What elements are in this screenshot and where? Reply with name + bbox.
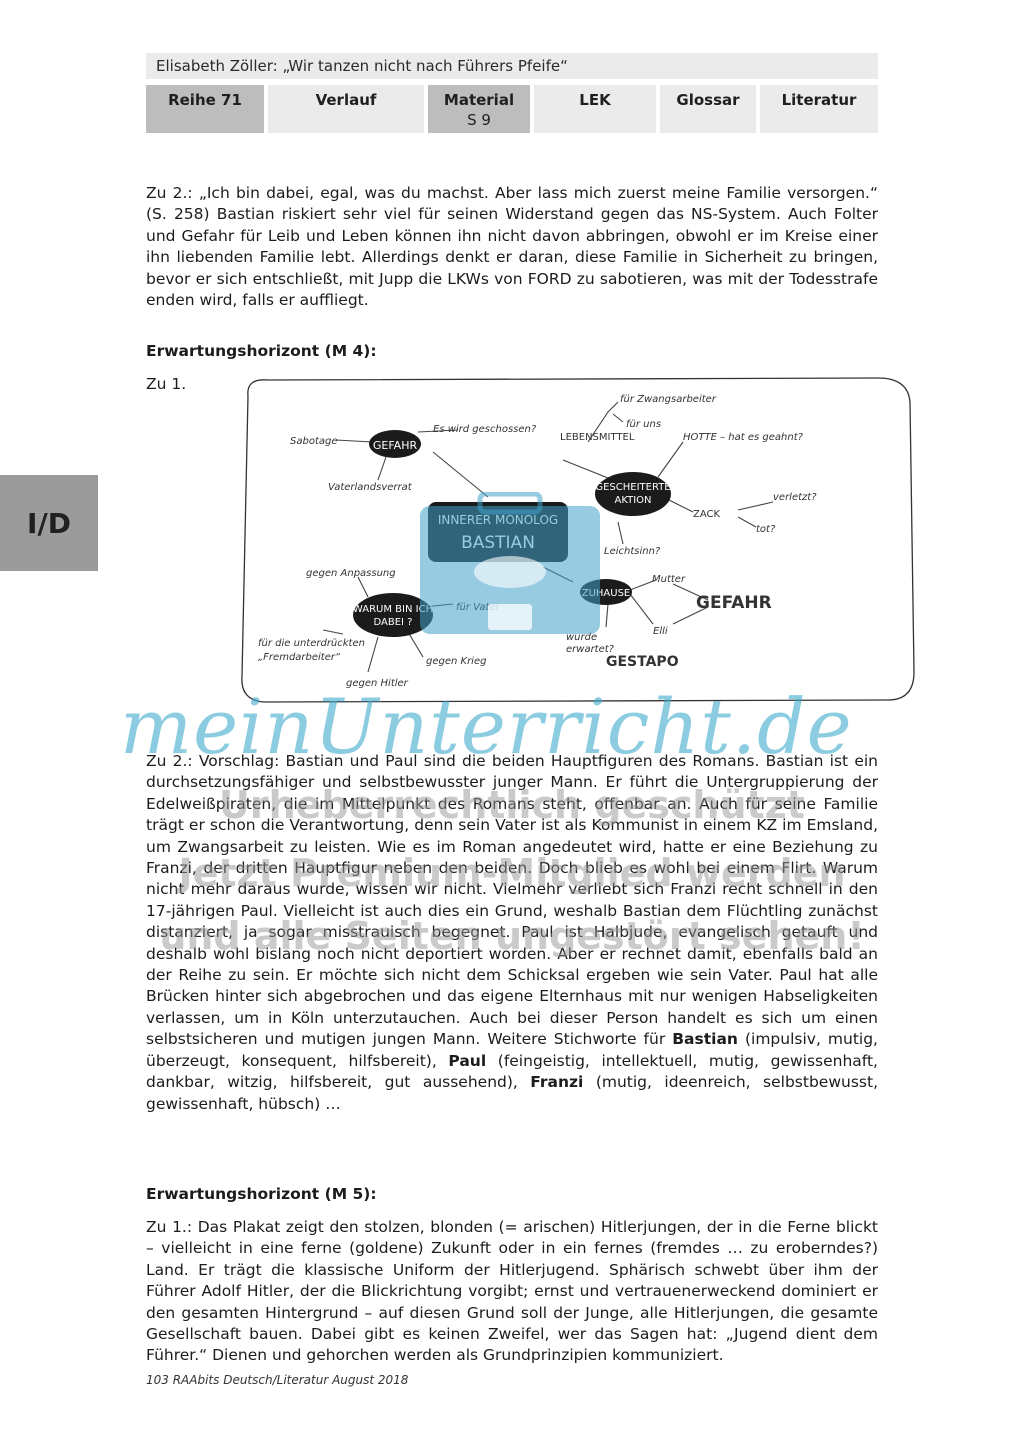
answer-paragraph-m3: Zu 2.: „Ich bin dabei, egal, was du mach… <box>146 184 878 310</box>
tab-label: LEK <box>579 91 611 109</box>
node-label: AKTION <box>614 495 651 506</box>
tab-label: Material <box>443 91 515 109</box>
tab-page-number: S 9 <box>467 111 491 129</box>
label-unterdrueckten: für die unterdrückten <box>258 638 365 649</box>
label-hotte: HOTTE – hat es geahnt? <box>683 432 804 443</box>
keyword-paul: Paul <box>448 1051 487 1070</box>
mind-map-inner-monologue: GEFAHR GESCHEITERTE AKTION ZUHAUSE WARUM… <box>241 377 915 703</box>
tab-verlauf[interactable]: Verlauf <box>268 85 424 133</box>
label-hitler: gegen Hitler <box>346 678 409 689</box>
heading-m4: Erwartungshorizont (M 4): <box>146 342 377 360</box>
label-mutter: Mutter <box>652 574 686 585</box>
tab-reihe[interactable]: Reihe 71 <box>146 85 264 133</box>
label-anpassung: gegen Anpassung <box>306 568 396 579</box>
tab-label: Literatur <box>781 91 857 109</box>
label-elli: Elli <box>653 626 668 637</box>
tab-material[interactable]: Material S 9 <box>428 85 530 133</box>
answer-paragraph-m4-characters: Zu 2.: Vorschlag: Bastian und Paul sind … <box>146 751 878 1115</box>
keyword-franzi: Franzi <box>530 1073 584 1092</box>
nav-tabs: Reihe 71 Verlauf Material S 9 LEK Glossa… <box>146 85 878 133</box>
answer-paragraph-m5: Zu 1.: Das Plakat zeigt den stolzen, blo… <box>146 1218 878 1365</box>
tab-glossar[interactable]: Glossar <box>660 85 756 133</box>
label-geschossen: Es wird geschossen? <box>433 424 537 435</box>
keyword-bastian: Bastian <box>672 1030 738 1049</box>
label-erwartet: erwartet? <box>566 644 615 655</box>
label-gefahr-big: GEFAHR <box>696 593 772 613</box>
center-node-line2: BASTIAN <box>461 533 535 553</box>
node-gescheiterte-aktion <box>595 472 671 516</box>
label-krieg: gegen Krieg <box>426 656 486 667</box>
mind-map-frame <box>241 377 915 703</box>
tab-label: Verlauf <box>315 91 377 109</box>
page-footer: 103 RAAbits Deutsch/Literatur August 201… <box>146 1373 409 1387</box>
traits-paul: (feingeistig, intellektuell, mutig, gewi… <box>146 1051 878 1092</box>
label-vater: für Vater <box>456 602 501 613</box>
label-vaterlandsverrat: Vaterlandsverrat <box>328 482 413 493</box>
label-wurde: wurde <box>566 632 597 643</box>
traits-bastian: (impulsiv, mutig, überzeugt, konsequent,… <box>146 1030 878 1070</box>
tab-literatur[interactable]: Literatur <box>760 85 878 133</box>
traits-franzi: (mutig, ideenreich, selbstbewusst, gewis… <box>146 1073 878 1113</box>
label-fremdarbeiter: „Fremdarbeiter“ <box>258 652 341 663</box>
node-label: ZUHAUSE <box>582 588 631 599</box>
label-fuer-uns: für uns <box>626 419 661 430</box>
label-zwangsarbeiter: für Zwangsarbeiter <box>620 394 717 405</box>
label-verletzt: verletzt? <box>773 492 817 503</box>
center-node <box>428 502 568 562</box>
label-sabotage: Sabotage <box>290 436 338 447</box>
section-marker-tab: I/D <box>0 475 98 571</box>
center-node-line1: INNERER MONOLOG <box>438 513 558 527</box>
node-label: WARUM BIN ICH <box>353 604 433 615</box>
label-zack: ZACK <box>693 509 720 520</box>
characters-intro-text: Zu 2.: Vorschlag: Bastian und Paul sind … <box>146 752 878 1049</box>
node-label: GESCHEITERTE <box>595 482 670 493</box>
heading-m5: Erwartungshorizont (M 5): <box>146 1185 377 1203</box>
label-tot: tot? <box>756 524 776 535</box>
node-label: DABEI ? <box>374 617 413 628</box>
tab-label: Reihe 71 <box>168 91 242 109</box>
label-lebensmittel: LEBENSMITTEL <box>560 432 635 443</box>
node-gefahr-label: GEFAHR <box>373 439 418 452</box>
task-label: Zu 1. <box>146 375 187 393</box>
tab-label: Glossar <box>676 91 740 109</box>
label-gestapo: GESTAPO <box>606 654 679 670</box>
label-leichtsinn: Leichtsinn? <box>604 546 661 557</box>
document-title: Elisabeth Zöller: „Wir tanzen nicht nach… <box>146 53 878 79</box>
node-warum-bin-ich-dabei <box>353 593 433 637</box>
tab-lek[interactable]: LEK <box>534 85 656 133</box>
node-gefahr <box>369 430 421 458</box>
